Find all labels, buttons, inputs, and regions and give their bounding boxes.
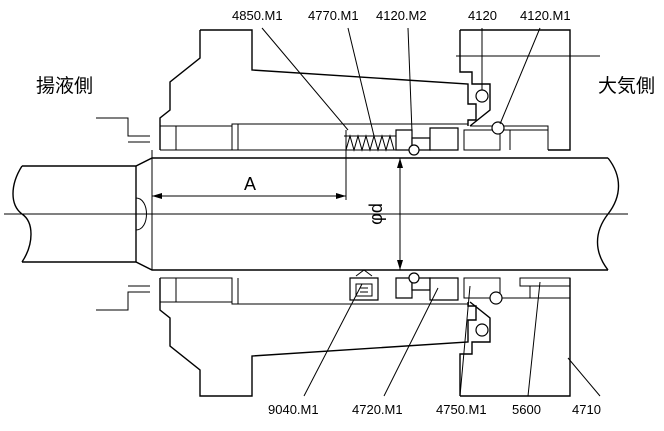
side-label-atmosphere: 大気側 xyxy=(598,75,655,97)
part-label-4710: 4710 xyxy=(572,402,601,417)
dimension-phi-d-label: φd xyxy=(366,203,386,225)
dimension-a-label: A xyxy=(244,174,256,194)
gland-upper-right xyxy=(456,29,600,151)
part-label-4120: 4120 xyxy=(468,8,497,23)
dimension-a: A xyxy=(151,130,347,200)
part-label-4120-m2: 4120.M2 xyxy=(376,8,427,23)
part-label-5600: 5600 xyxy=(512,402,541,417)
housing-lower-left xyxy=(96,277,477,397)
part-label-9040-m1: 9040.M1 xyxy=(268,402,319,417)
top-leaders xyxy=(261,27,541,137)
part-label-4750-m1: 4750.M1 xyxy=(436,402,487,417)
part-label-4850-m1: 4850.M1 xyxy=(232,8,283,23)
side-label-pump: 揚液側 xyxy=(36,75,93,97)
housing-upper-left xyxy=(96,29,477,151)
part-label-4770-m1: 4770.M1 xyxy=(308,8,359,23)
seal-internals-lower xyxy=(349,269,503,337)
part-label-4120-m1: 4120.M1 xyxy=(520,8,571,23)
seal-internals-upper xyxy=(344,89,505,156)
dimension-phi-d: φd xyxy=(366,158,403,270)
gland-lower-right xyxy=(459,277,571,397)
part-label-4720-m1: 4720.M1 xyxy=(352,402,403,417)
bottom-leaders xyxy=(303,281,601,397)
shaft xyxy=(4,157,628,271)
